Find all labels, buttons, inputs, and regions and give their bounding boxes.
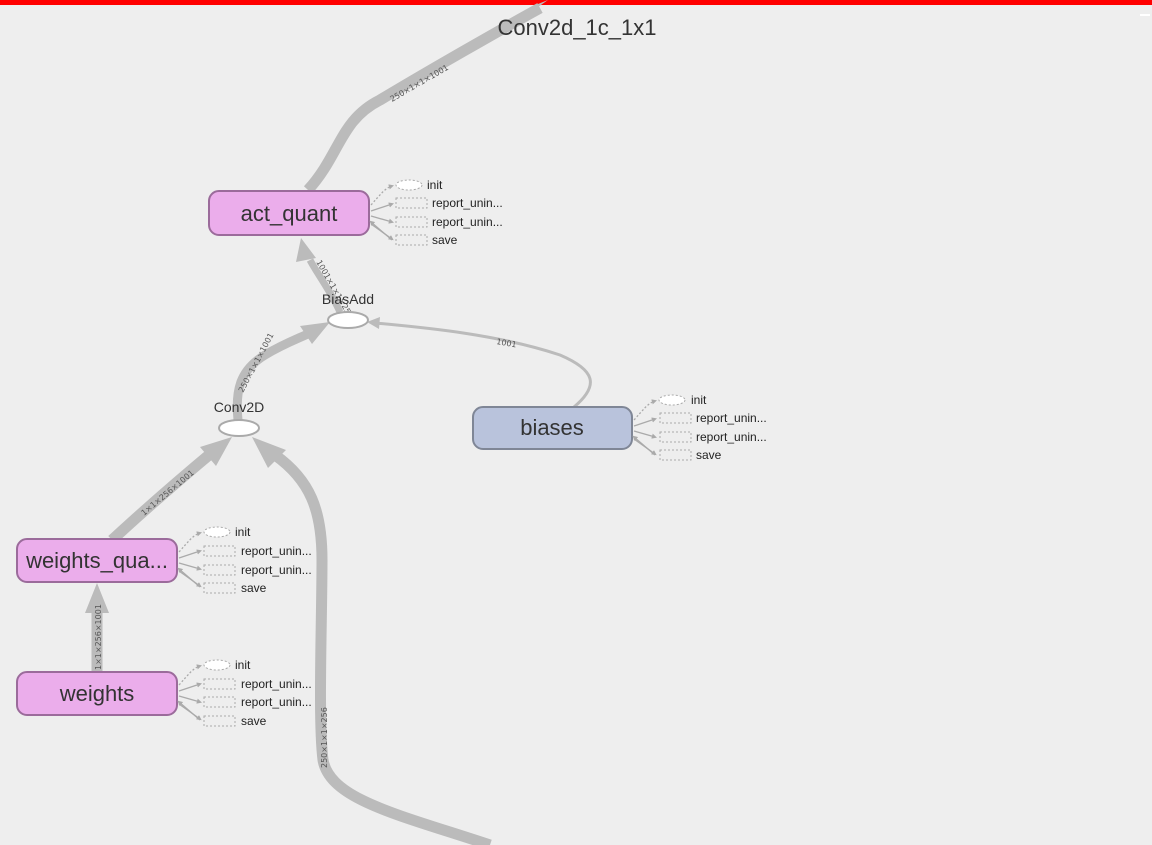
- aux-wquant-report-2[interactable]: report_unin...: [241, 563, 312, 577]
- edge-label-weights-to-wquant: 1×1×256×1001: [94, 604, 103, 670]
- op-conv2d-ellipse[interactable]: [218, 419, 260, 437]
- node-biases-label: biases: [520, 415, 584, 440]
- aux-wquant-save[interactable]: save: [241, 581, 267, 595]
- edge-label-biases-to-biasadd: 1001: [496, 337, 518, 349]
- aux-weights-save[interactable]: save: [241, 714, 267, 728]
- aux-wquant-init[interactable]: init: [235, 525, 251, 539]
- aux-init-icon[interactable]: [203, 659, 231, 671]
- aux-report-icon: [203, 678, 236, 690]
- aux-biases-init[interactable]: init: [691, 393, 707, 407]
- edge-input-to-conv[interactable]: 250×1×1×256: [252, 437, 492, 845]
- aux-act-save[interactable]: save: [432, 233, 458, 247]
- aux-report-icon: [395, 197, 428, 209]
- node-weights-quant-label: weights_qua...: [25, 548, 168, 573]
- edge-wquant-to-conv[interactable]: 1×1×256×1001: [108, 437, 232, 545]
- aux-group-weights[interactable]: init report_unin... report_unin... save: [177, 658, 312, 728]
- edge-label-conv-to-biasadd: 250×1×1×1001: [237, 332, 276, 394]
- aux-report-icon: [659, 431, 692, 443]
- output-node-label: Conv2d_1c_1x1: [497, 15, 656, 40]
- node-biases[interactable]: biases: [472, 406, 633, 450]
- node-weights-label: weights: [59, 681, 135, 706]
- op-biasadd[interactable]: BiasAdd: [322, 291, 374, 329]
- edge-label-biasadd-to-act: 1001×1×1×250: [314, 259, 355, 321]
- node-act-quant-label: act_quant: [241, 201, 338, 226]
- aux-act-report-1[interactable]: report_unin...: [432, 196, 503, 210]
- aux-act-init[interactable]: init: [427, 178, 443, 192]
- aux-group-act-quant[interactable]: init report_unin... report_unin... save: [369, 178, 503, 247]
- op-biasadd-ellipse[interactable]: [327, 311, 369, 329]
- aux-report-icon: [659, 412, 692, 424]
- aux-weights-report-1[interactable]: report_unin...: [241, 677, 312, 691]
- edge-label-input-to-conv: 250×1×1×256: [320, 707, 329, 768]
- aux-biases-report-2[interactable]: report_unin...: [696, 430, 767, 444]
- aux-init-icon[interactable]: [395, 179, 423, 191]
- aux-report-icon: [203, 696, 236, 708]
- aux-weights-report-2[interactable]: report_unin...: [241, 695, 312, 709]
- aux-save-icon: [203, 582, 236, 594]
- aux-weights-init[interactable]: init: [235, 658, 251, 672]
- node-weights[interactable]: weights: [16, 671, 178, 716]
- corner-indicator: [1140, 14, 1150, 16]
- aux-group-weights-quant[interactable]: init report_unin... report_unin... save: [177, 525, 312, 595]
- aux-report-icon: [203, 545, 236, 557]
- node-act-quant[interactable]: act_quant: [208, 190, 370, 236]
- edge-weights-to-wquant[interactable]: 1×1×256×1001: [85, 583, 109, 672]
- aux-biases-save[interactable]: save: [696, 448, 722, 462]
- aux-init-icon[interactable]: [203, 526, 231, 538]
- aux-report-icon: [395, 216, 428, 228]
- aux-save-icon: [395, 234, 428, 246]
- op-biasadd-label: BiasAdd: [322, 291, 374, 307]
- aux-wquant-report-1[interactable]: report_unin...: [241, 544, 312, 558]
- aux-report-icon: [203, 564, 236, 576]
- top-red-bar: [0, 0, 1152, 5]
- aux-save-icon: [659, 449, 692, 461]
- op-conv2d[interactable]: Conv2D: [214, 399, 265, 437]
- edge-biases-to-biasadd[interactable]: 1001: [367, 317, 592, 409]
- aux-act-report-2[interactable]: report_unin...: [432, 215, 503, 229]
- edge-label-wquant-to-conv: 1×1×256×1001: [140, 468, 196, 517]
- edge-biasadd-to-act[interactable]: 1001×1×1×250: [296, 238, 355, 320]
- node-weights-quant[interactable]: weights_qua...: [16, 538, 178, 583]
- op-conv2d-label: Conv2D: [214, 399, 265, 415]
- aux-init-icon[interactable]: [658, 394, 686, 406]
- aux-save-icon: [203, 715, 236, 727]
- aux-biases-report-1[interactable]: report_unin...: [696, 411, 767, 425]
- aux-group-biases[interactable]: init report_unin... report_unin... save: [632, 393, 767, 462]
